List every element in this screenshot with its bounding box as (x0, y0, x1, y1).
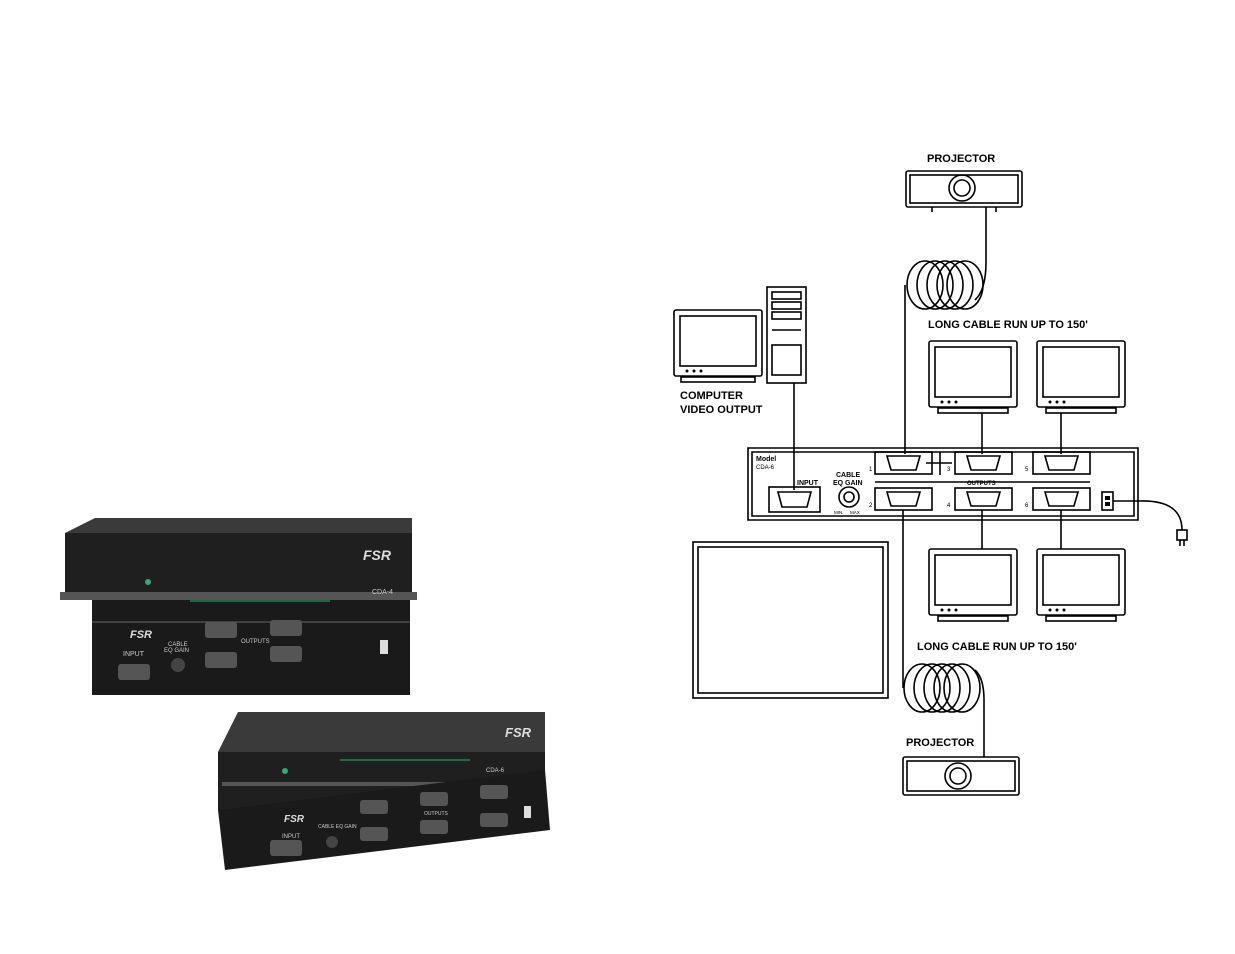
projector-bottom-label: PROJECTOR (906, 737, 974, 749)
computer-label-line2: VIDEO OUTPUT (680, 404, 763, 416)
cda4-eq-gain-label: EQ GAIN (164, 648, 189, 654)
long-cable-top-label: LONG CABLE RUN UP TO 150' (928, 319, 1088, 331)
port-number-3: 3 (947, 467, 951, 473)
cda6-model-front: CDA-6 (486, 768, 505, 774)
projector-top-icon (905, 170, 1023, 212)
device-model-line2: CDA-6 (756, 465, 775, 471)
cda4-cable-label: CABLE (168, 642, 188, 648)
device-outputs-label: OUTPUTS (967, 481, 996, 487)
cda6-brand: FSR (505, 725, 532, 740)
cable-coil-top (904, 207, 987, 454)
cda6-brand-rear: FSR (284, 814, 305, 825)
computer-label-line1: COMPUTER (680, 390, 743, 402)
long-cable-bottom-label: LONG CABLE RUN UP TO 150' (917, 641, 1077, 653)
cda6-cable-eq-gain-label: CABLE EQ GAIN (318, 824, 357, 830)
product-photos: FSR CDA-4 FSR INPUT CABLE EQ GAIN OUTPUT… (60, 518, 550, 870)
port-number-2: 2 (869, 503, 873, 509)
cable-coil-bottom (902, 510, 985, 757)
cda6-outputs-label: OUTPUTS (424, 811, 449, 817)
device-model-line1: Model (756, 456, 776, 463)
port-number-5: 5 (1025, 467, 1029, 473)
monitor-lower-left-icon (928, 510, 1018, 622)
cda6-input-label: INPUT (282, 834, 300, 840)
cda6-unit-photo (218, 712, 550, 870)
projection-screen-icon (692, 541, 889, 699)
cda6-device-rear-panel (747, 447, 1188, 546)
device-min-label: MIN. (834, 510, 844, 515)
monitor-upper-left-icon (928, 340, 1018, 454)
cda4-unit-photo (60, 518, 417, 695)
port-number-4: 4 (947, 503, 951, 509)
computer-monitor-icon (673, 309, 763, 383)
cda4-outputs-label: OUTPUTS (241, 639, 270, 645)
monitor-upper-right-icon (1036, 340, 1126, 454)
cda4-input-label: INPUT (123, 651, 145, 658)
projector-bottom-icon (902, 756, 1020, 796)
port-number-6: 6 (1025, 503, 1029, 509)
computer-tower-icon (766, 286, 807, 490)
device-max-label: MAX (850, 510, 860, 515)
monitor-lower-right-icon (1036, 510, 1126, 622)
cda4-brand: FSR (363, 547, 392, 563)
device-eq-gain-label: EQ GAIN (833, 480, 863, 487)
device-cable-label: CABLE (836, 472, 860, 479)
device-input-label: INPUT (797, 480, 819, 487)
port-number-1: 1 (869, 467, 873, 473)
cda4-model-front: CDA-4 (372, 589, 393, 596)
cda4-brand-rear: FSR (130, 629, 152, 641)
projector-top-label: PROJECTOR (927, 153, 995, 165)
